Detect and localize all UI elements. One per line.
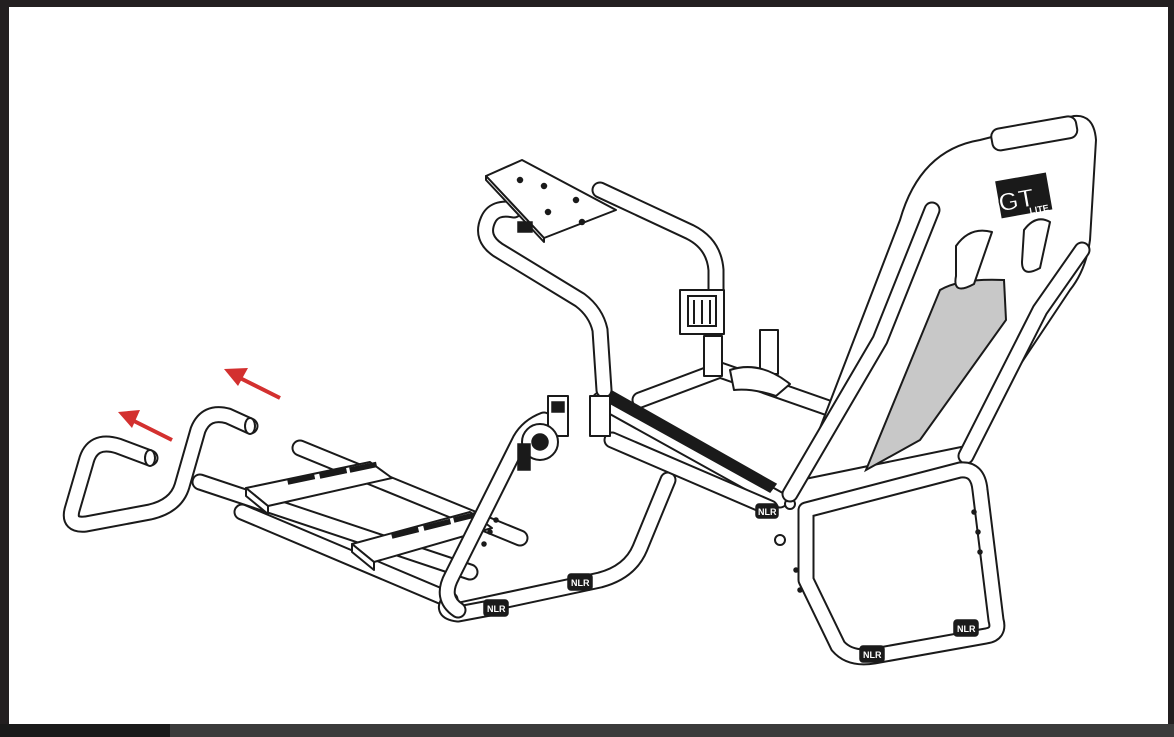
bottom-bar [0, 724, 1174, 737]
badge-text-5: NLR [758, 507, 777, 517]
seat-logo-subtext: LITE [1029, 203, 1050, 216]
seat-back: GT LITE [799, 114, 1097, 481]
bottom-bar-dark-segment [0, 724, 170, 737]
adjust-clamp-left [517, 395, 611, 471]
badge-text-2: NLR [957, 624, 976, 634]
seat-bottom-frame [797, 461, 1006, 666]
main-frame [438, 361, 849, 619]
removal-arrow-upper [224, 368, 281, 400]
detached-front-tube [62, 406, 259, 533]
nlr-badge-seat-right: NLR [953, 619, 979, 637]
badge-text-3: NLR [487, 604, 506, 614]
adjust-clamp-right [679, 289, 791, 397]
wheel-stand [477, 159, 725, 399]
removal-arrow-lower [118, 410, 173, 442]
seat-logo: GT LITE [995, 172, 1053, 219]
nlr-badge-seat-joint: NLR [755, 503, 779, 519]
pedal-plate-front [351, 511, 493, 571]
seat-side-tubes [781, 201, 1091, 503]
nlr-badge-seat-bottom: NLR [859, 645, 885, 663]
badge-text-4: NLR [571, 578, 590, 588]
badge-text-1: NLR [863, 650, 882, 660]
seat-logo-text: GT [996, 182, 1037, 218]
nlr-badge-mid-foot: NLR [567, 573, 593, 591]
pedal-plate-rear [245, 461, 393, 515]
adjustment-holes [481, 509, 983, 593]
nlr-badge-front-foot: NLR [483, 599, 509, 617]
